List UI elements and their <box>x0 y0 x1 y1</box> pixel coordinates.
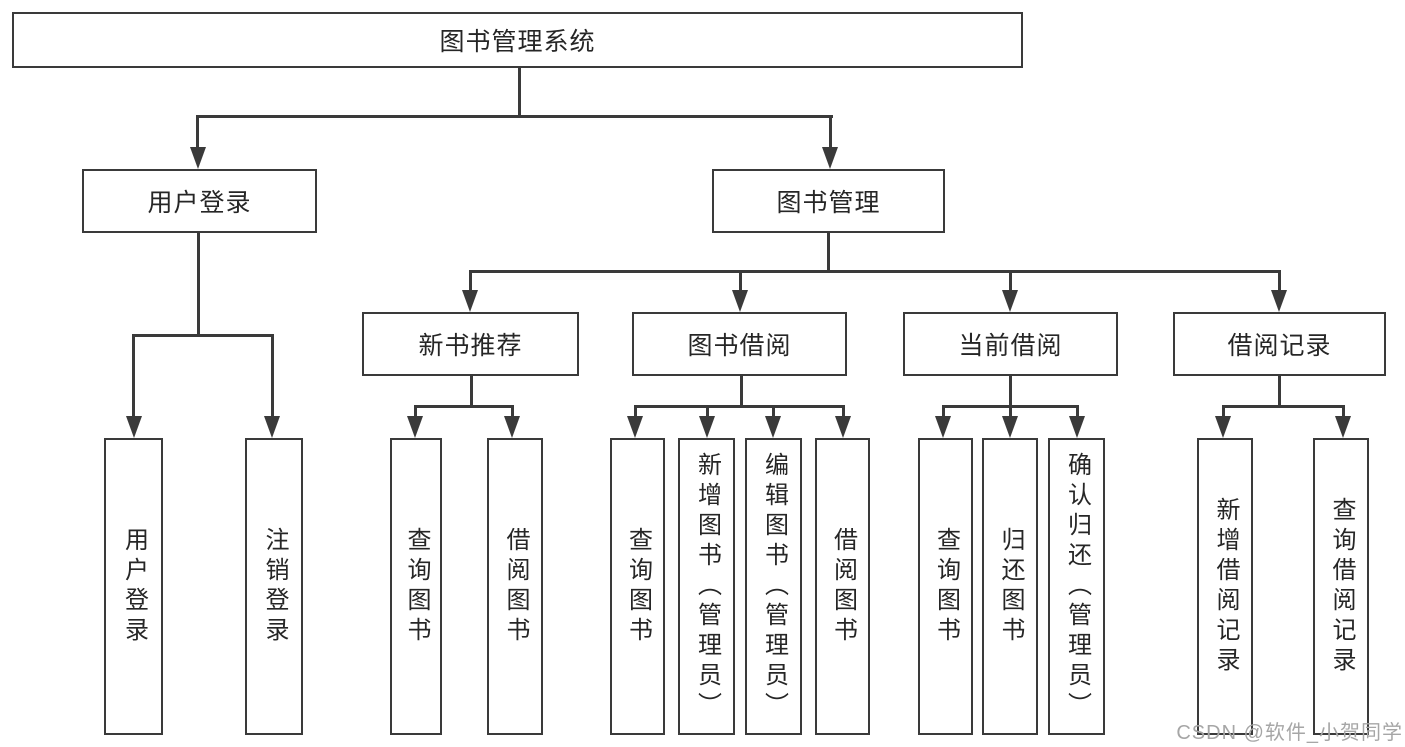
connector-line <box>1222 405 1345 408</box>
connector-line <box>518 67 521 118</box>
leaf-confirm-return-admin: 确认归还（管理员） <box>1048 438 1105 735</box>
node-borrow-record-label: 借阅记录 <box>1227 332 1332 360</box>
arrow-down-icon <box>765 416 781 438</box>
leaf-query-book-1-label: 查询图书 <box>403 526 430 647</box>
connector-line <box>942 405 945 417</box>
connector-line <box>1278 376 1281 407</box>
node-root-label: 图书管理系统 <box>439 28 596 56</box>
node-current-borrow: 当前借阅 <box>903 312 1118 376</box>
connector-line <box>271 334 274 416</box>
arrow-down-icon <box>699 416 715 438</box>
leaf-query-borrow-record-label: 查询借阅记录 <box>1328 496 1355 677</box>
leaf-return-book: 归还图书 <box>982 438 1038 735</box>
leaf-query-book-3: 查询图书 <box>918 438 973 735</box>
arrow-down-icon <box>822 147 838 169</box>
arrow-down-icon <box>264 416 280 438</box>
arrow-down-icon <box>1069 416 1085 438</box>
leaf-confirm-return-admin-label: 确认归还（管理员） <box>1063 451 1091 722</box>
arrow-down-icon <box>1335 416 1351 438</box>
node-user-login-label: 用户登录 <box>147 189 252 217</box>
leaf-user-login-label: 用户登录 <box>120 526 148 647</box>
leaf-return-book-label: 归还图书 <box>997 526 1024 647</box>
connector-line <box>1076 405 1079 417</box>
connector-line <box>706 405 709 417</box>
connector-line <box>469 270 1281 273</box>
connector-line <box>634 405 845 408</box>
leaf-query-book-3-label: 查询图书 <box>932 526 960 647</box>
arrow-down-icon <box>1271 290 1287 312</box>
leaf-borrow-book-1-label: 借阅图书 <box>502 526 529 647</box>
connector-line <box>827 233 830 272</box>
connector-line <box>414 405 417 417</box>
arrow-down-icon <box>1002 290 1018 312</box>
node-user-login: 用户登录 <box>82 169 317 233</box>
connector-line <box>1342 405 1345 417</box>
connector-line <box>1222 405 1225 417</box>
connector-line <box>1009 376 1012 407</box>
node-new-book-recommend: 新书推荐 <box>362 312 579 376</box>
connector-line <box>1009 270 1012 290</box>
leaf-add-borrow-record-label: 新增借阅记录 <box>1212 496 1239 677</box>
leaf-logout-label: 注销登录 <box>261 526 288 647</box>
node-book-management-label: 图书管理 <box>776 189 881 217</box>
connector-line <box>196 115 833 118</box>
connector-line <box>132 334 135 416</box>
connector-line <box>469 270 472 290</box>
leaf-query-book-2: 查询图书 <box>610 438 665 735</box>
leaf-edit-book-admin: 编辑图书（管理员） <box>745 438 802 735</box>
arrow-down-icon <box>935 416 951 438</box>
leaf-borrow-book-2: 借阅图书 <box>815 438 870 735</box>
connector-line <box>739 270 742 290</box>
leaf-query-borrow-record: 查询借阅记录 <box>1313 438 1369 735</box>
connector-line <box>414 405 514 408</box>
leaf-add-book-admin: 新增图书（管理员） <box>678 438 735 735</box>
arrow-down-icon <box>190 147 206 169</box>
leaf-borrow-book-2-label: 借阅图书 <box>829 526 857 647</box>
connector-line <box>740 376 743 407</box>
arrow-down-icon <box>462 290 478 312</box>
connector-line <box>470 376 473 407</box>
connector-line <box>196 115 199 149</box>
connector-line <box>1278 270 1281 290</box>
arrow-down-icon <box>732 290 748 312</box>
leaf-borrow-book-1: 借阅图书 <box>487 438 543 735</box>
node-book-borrow: 图书借阅 <box>632 312 847 376</box>
leaf-user-login: 用户登录 <box>104 438 163 735</box>
connector-line <box>1009 405 1012 417</box>
arrow-down-icon <box>1215 416 1231 438</box>
watermark: CSDN @软件_小贺同学 <box>1176 722 1403 744</box>
connector-line <box>842 405 845 417</box>
connector-line <box>829 115 832 149</box>
leaf-edit-book-admin-label: 编辑图书（管理员） <box>760 451 788 722</box>
node-new-book-recommend-label: 新书推荐 <box>418 332 523 360</box>
node-book-borrow-label: 图书借阅 <box>687 332 792 360</box>
node-root: 图书管理系统 <box>12 12 1023 68</box>
node-borrow-record: 借阅记录 <box>1173 312 1386 376</box>
connector-line <box>772 405 775 417</box>
arrow-down-icon <box>627 416 643 438</box>
arrow-down-icon <box>1002 416 1018 438</box>
leaf-logout: 注销登录 <box>245 438 303 735</box>
arrow-down-icon <box>504 416 520 438</box>
node-current-borrow-label: 当前借阅 <box>958 332 1063 360</box>
connector-line <box>132 334 274 337</box>
leaf-add-book-admin-label: 新增图书（管理员） <box>693 451 721 722</box>
arrow-down-icon <box>407 416 423 438</box>
connector-line <box>197 233 200 336</box>
leaf-query-book-1: 查询图书 <box>390 438 442 735</box>
arrow-down-icon <box>835 416 851 438</box>
connector-line <box>511 405 514 417</box>
arrow-down-icon <box>126 416 142 438</box>
leaf-query-book-2-label: 查询图书 <box>624 526 652 647</box>
node-book-management: 图书管理 <box>712 169 945 233</box>
connector-line <box>634 405 637 417</box>
leaf-add-borrow-record: 新增借阅记录 <box>1197 438 1253 735</box>
